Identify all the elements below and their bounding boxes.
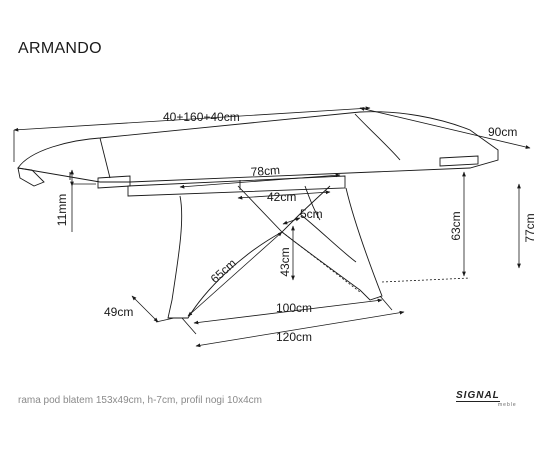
dim-top-thickness: 11mm bbox=[55, 194, 69, 226]
dim-width: 90cm bbox=[488, 125, 517, 139]
product-title: ARMANDO bbox=[18, 40, 102, 57]
dim-height-total: 77cm bbox=[523, 213, 537, 242]
table-leg bbox=[167, 185, 383, 319]
logo-subtext: meble bbox=[498, 402, 517, 408]
dim-base-depth: 49cm bbox=[104, 305, 133, 319]
dim-base-outer-length: 120cm bbox=[276, 330, 312, 344]
dim-leg-gap: 5cm bbox=[300, 207, 323, 221]
dim-leg-top-width: 42cm bbox=[267, 190, 296, 204]
dim-leg-inner-height: 43cm bbox=[278, 247, 292, 276]
dim-leg-diagonal: 65cm bbox=[208, 256, 239, 286]
spec-note: rama pod blatem 153x49cm, h-7cm, profil … bbox=[18, 395, 263, 406]
dim-base-inner-length: 100cm bbox=[276, 301, 312, 315]
dim-frame-length: 78cm bbox=[250, 163, 280, 179]
logo-text: SIGNAL bbox=[456, 390, 500, 402]
dim-height-leg: 63cm bbox=[449, 211, 463, 240]
dim-length-extended: 40+160+40cm bbox=[163, 110, 240, 124]
brand-logo: SIGNAL meble bbox=[456, 390, 526, 410]
